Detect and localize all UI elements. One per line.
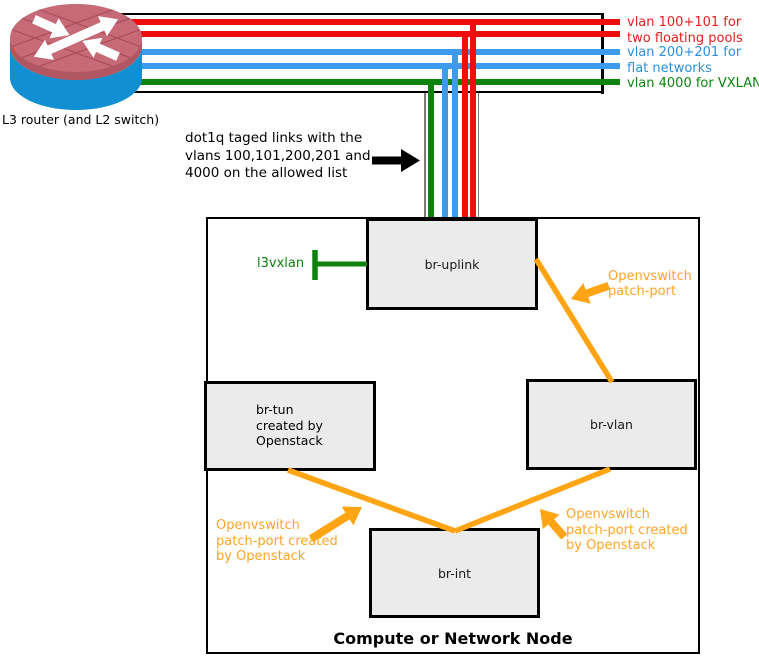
vlan-flat-link-1: [120, 49, 620, 55]
br-int-label: br-int: [437, 565, 472, 581]
router-icon: [10, 4, 142, 110]
patch-top-label: Openvswitch patch-port: [608, 269, 692, 299]
router-caption: L3 router (and L2 switch): [2, 112, 160, 127]
br-vlan-label: br-vlan: [590, 417, 633, 432]
patch-right-label: Openvswitch patch-port created by Openst…: [566, 507, 688, 553]
vlan-vxlan-link: [120, 79, 620, 85]
vlan-flat-link-2: [120, 63, 620, 69]
node-title: Compute or Network Node: [333, 629, 573, 648]
legend-floating: vlan 100+101 for two floating pools: [627, 15, 743, 46]
br-vlan-box: br-vlan: [526, 379, 697, 470]
trunk-blue-drop-1: [442, 65, 448, 220]
trunk-outline-left: [424, 93, 426, 218]
trunk-note: dot1q taged links with the vlans 100,101…: [185, 130, 371, 181]
patch-left-label: Openvswitch patch-port created by Openst…: [216, 518, 338, 564]
trunk-outline-right: [477, 93, 479, 218]
bracket-top-line: [120, 13, 604, 15]
trunk-note-arrow-icon: [372, 149, 420, 172]
legend-flat: vlan 200+201 for flat networks: [627, 45, 742, 76]
trunk-blue-drop-2: [452, 50, 458, 220]
legend-vxlan: vlan 4000 for VXLAN: [627, 76, 759, 91]
trunk-red-drop-2: [469, 20, 476, 220]
vlan-floating-link-2: [120, 31, 620, 37]
l3vxlan-label: l3vxlan: [257, 256, 305, 271]
bracket-bottom-line: [120, 91, 604, 93]
router-arrows-icon: [32, 15, 120, 61]
br-uplink-label: br-uplink: [424, 256, 480, 272]
br-uplink-box: br-uplink: [366, 218, 538, 310]
br-int-box: br-int: [369, 528, 540, 618]
trunk-green-drop: [428, 81, 434, 220]
trunk-red-drop-1: [461, 32, 468, 220]
br-tun-label: br-tun created by Openstack: [256, 402, 323, 448]
vlan-floating-link-1: [120, 19, 620, 25]
